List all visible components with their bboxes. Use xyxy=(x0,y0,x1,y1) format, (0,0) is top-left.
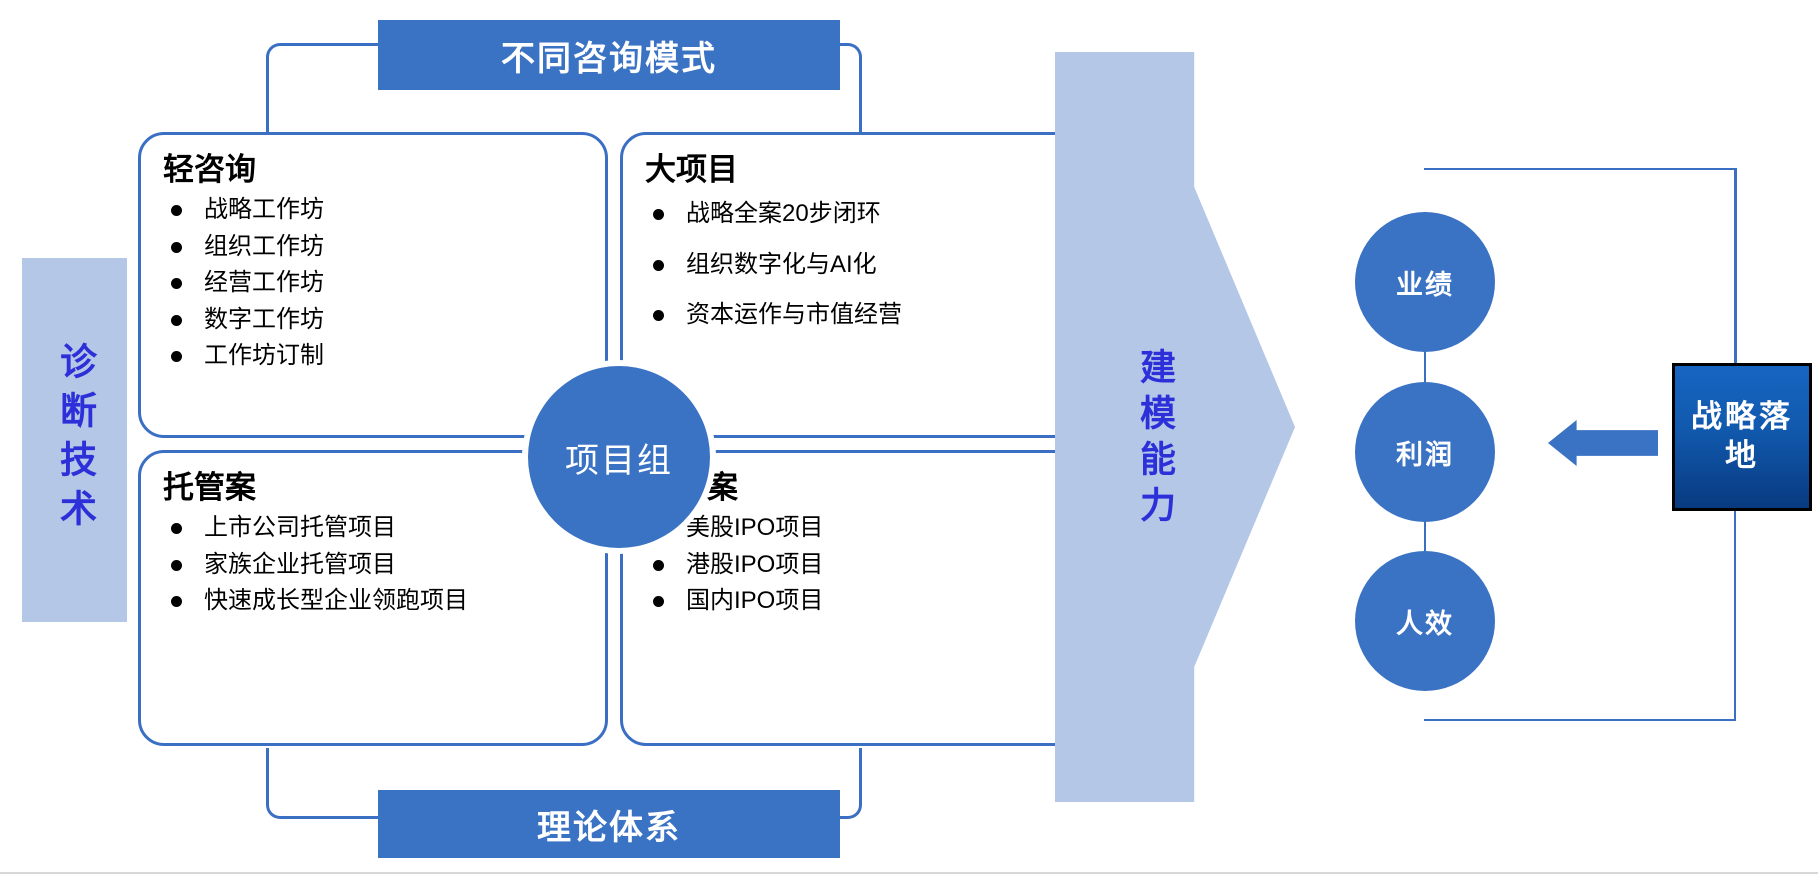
bullet-dot-icon xyxy=(171,523,182,535)
list-item: 战略工作坊 xyxy=(163,192,605,228)
center-node-project-team[interactable]: 项目组 xyxy=(528,366,710,548)
card-title-trusteeship: 托管案 xyxy=(163,470,256,505)
kpi-circle-profit[interactable]: 利润 xyxy=(1355,382,1495,522)
list-item: 组织工作坊 xyxy=(163,229,605,265)
list-item: 国内IPO项目 xyxy=(645,583,1087,619)
list-item: 数字工作坊 xyxy=(163,302,605,338)
slide-bottom-divider xyxy=(0,872,1818,874)
kpi-connector-2 xyxy=(1424,522,1426,552)
bullet-dot-icon xyxy=(171,314,182,326)
card-title-investment: 投资案 xyxy=(645,469,1087,506)
bullet-dot-icon xyxy=(171,241,182,253)
bullet-text: 组织工作坊 xyxy=(204,232,324,260)
bullet-text: 组织数字化与AI化 xyxy=(686,250,877,278)
bullet-text: 美股IPO项目 xyxy=(686,514,824,542)
card-light-consulting[interactable]: 轻咨询 战略工作坊 组织工作坊 经营工作坊 数字工作坊 工作坊订制 xyxy=(138,132,608,438)
card-title-light-consulting: 轻咨询 xyxy=(163,152,256,187)
list-item: 资本运作与市值经营 xyxy=(645,297,1087,333)
list-item: 组织数字化与AI化 xyxy=(645,247,1087,283)
card-title-big-project: 大项目 xyxy=(645,152,738,187)
kpi-circle-efficiency[interactable]: 人效 xyxy=(1355,551,1495,691)
strategy-connector-stem xyxy=(1735,168,1737,364)
list-item: 战略全案20步闭环 xyxy=(645,196,1087,232)
card-trusteeship[interactable]: 托管案 上市公司托管项目 家族企业托管项目 快速成长型企业领跑项目 xyxy=(138,450,608,746)
bullet-text: 资本运作与市值经营 xyxy=(686,301,902,329)
bullet-dot-icon xyxy=(171,278,182,290)
bullet-list-light-consulting: 战略工作坊 组织工作坊 经营工作坊 数字工作坊 工作坊订制 xyxy=(141,192,605,374)
bullet-dot-icon xyxy=(653,559,664,571)
bullet-dot-icon xyxy=(653,259,664,271)
list-item: 快速成长型企业领跑项目 xyxy=(163,583,605,619)
card-investment[interactable]: 投资案 美股IPO项目 港股IPO项目 国内IPO项目 xyxy=(620,450,1090,746)
bullet-list-trusteeship: 上市公司托管项目 家族企业托管项目 快速成长型企业领跑项目 xyxy=(141,510,605,619)
bullet-dot-icon xyxy=(653,310,664,322)
card-big-project[interactable]: 大项目 战略全案20步闭环 组织数字化与AI化 资本运作与市值经营 xyxy=(620,132,1090,438)
bullet-text: 港股IPO项目 xyxy=(686,550,824,578)
bullet-text: 工作坊订制 xyxy=(204,342,324,370)
modeling-capability-label: 建模能力 xyxy=(1135,348,1176,532)
bullet-text: 国内IPO项目 xyxy=(686,587,824,615)
diagnosis-band-label: 诊断技术 xyxy=(54,342,96,538)
consulting-modes-bar[interactable]: 不同咨询模式 xyxy=(378,20,840,90)
bullet-text: 快速成长型企业领跑项目 xyxy=(204,587,468,615)
bullet-text: 数字工作坊 xyxy=(204,305,324,333)
bullet-dot-icon xyxy=(171,559,182,571)
bullet-text: 家族企业托管项目 xyxy=(204,550,396,578)
list-item: 经营工作坊 xyxy=(163,265,605,301)
bullet-list-investment: 美股IPO项目 港股IPO项目 国内IPO项目 xyxy=(623,510,1087,619)
bullet-text: 战略工作坊 xyxy=(204,196,324,224)
list-item: 上市公司托管项目 xyxy=(163,510,605,546)
bullet-dot-icon xyxy=(653,209,664,221)
list-item: 家族企业托管项目 xyxy=(163,547,605,583)
bullet-text: 战略全案20步闭环 xyxy=(686,200,881,228)
bullet-text: 上市公司托管项目 xyxy=(204,514,396,542)
kpi-circle-performance[interactable]: 业绩 xyxy=(1355,212,1495,352)
bullet-list-big-project: 战略全案20步闭环 组织数字化与AI化 资本运作与市值经营 xyxy=(623,196,1087,333)
theory-system-bar[interactable]: 理论体系 xyxy=(378,790,840,858)
list-item: 美股IPO项目 xyxy=(645,510,1087,546)
list-item: 工作坊订制 xyxy=(163,338,605,374)
bullet-dot-icon xyxy=(171,205,182,217)
diagnosis-band xyxy=(22,258,127,622)
kpi-connector-1 xyxy=(1424,352,1426,382)
bullet-dot-icon xyxy=(171,351,182,363)
bullet-text: 经营工作坊 xyxy=(204,269,324,297)
bullet-dot-icon xyxy=(653,596,664,608)
strategy-landing-box[interactable]: 战略落地 xyxy=(1672,363,1812,511)
bullet-dot-icon xyxy=(171,596,182,608)
list-item: 港股IPO项目 xyxy=(645,547,1087,583)
